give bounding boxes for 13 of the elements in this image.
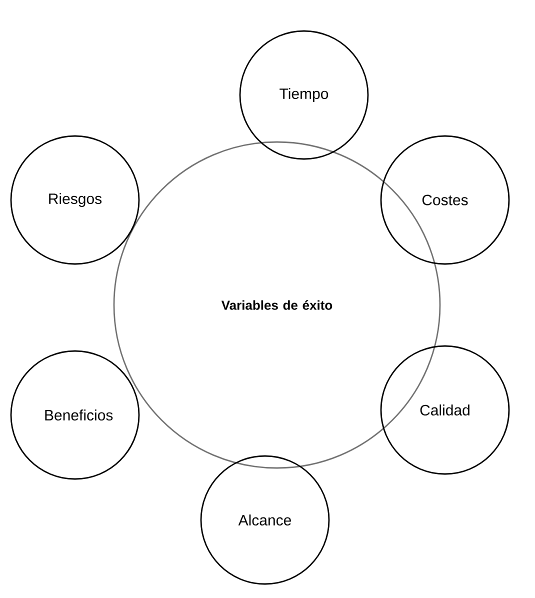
circle (10, 350, 140, 480)
circle (380, 135, 510, 265)
node-label: Costes (422, 194, 468, 206)
node-label: Variables de éxito (221, 300, 332, 310)
circle (200, 455, 330, 585)
node-label: Calidad (420, 404, 470, 416)
node-label: Tiempo (280, 88, 328, 102)
circle (239, 30, 369, 160)
node-label: Alcance (238, 514, 291, 526)
node-label: Beneficios (45, 410, 113, 420)
circle (380, 345, 510, 475)
node-label: Riesgos (49, 193, 102, 207)
circle (10, 135, 140, 265)
